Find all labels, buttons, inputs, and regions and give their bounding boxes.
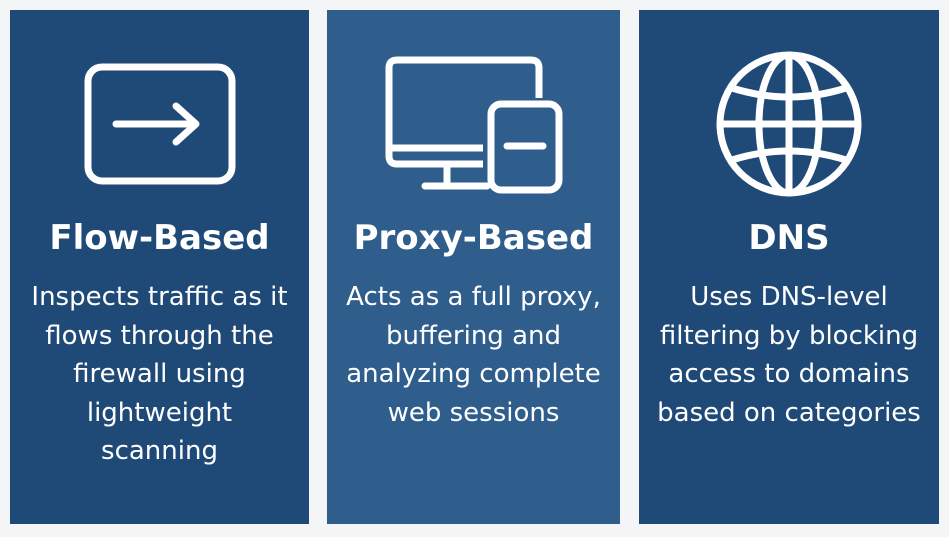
card-title: Proxy-Based	[353, 218, 594, 258]
globe-icon	[639, 48, 939, 200]
card-description: Uses DNS-level filtering by blocking acc…	[657, 282, 921, 428]
card-description: Acts as a full proxy, buffering and anal…	[346, 282, 601, 428]
card-proxy-based: Proxy-Based Acts as a full proxy, buffer…	[327, 10, 620, 524]
card-title: Flow-Based	[49, 218, 270, 258]
card-flow-based: Flow-Based Inspects traffic as it flows …	[10, 10, 309, 524]
card-dns: DNS Uses DNS-level filtering by blocking…	[639, 10, 939, 524]
card-title: DNS	[748, 218, 830, 258]
monitor-device-icon	[327, 48, 620, 200]
card-description: Inspects traffic as it flows through the…	[31, 282, 288, 466]
arrow-right-box-icon	[10, 48, 309, 200]
